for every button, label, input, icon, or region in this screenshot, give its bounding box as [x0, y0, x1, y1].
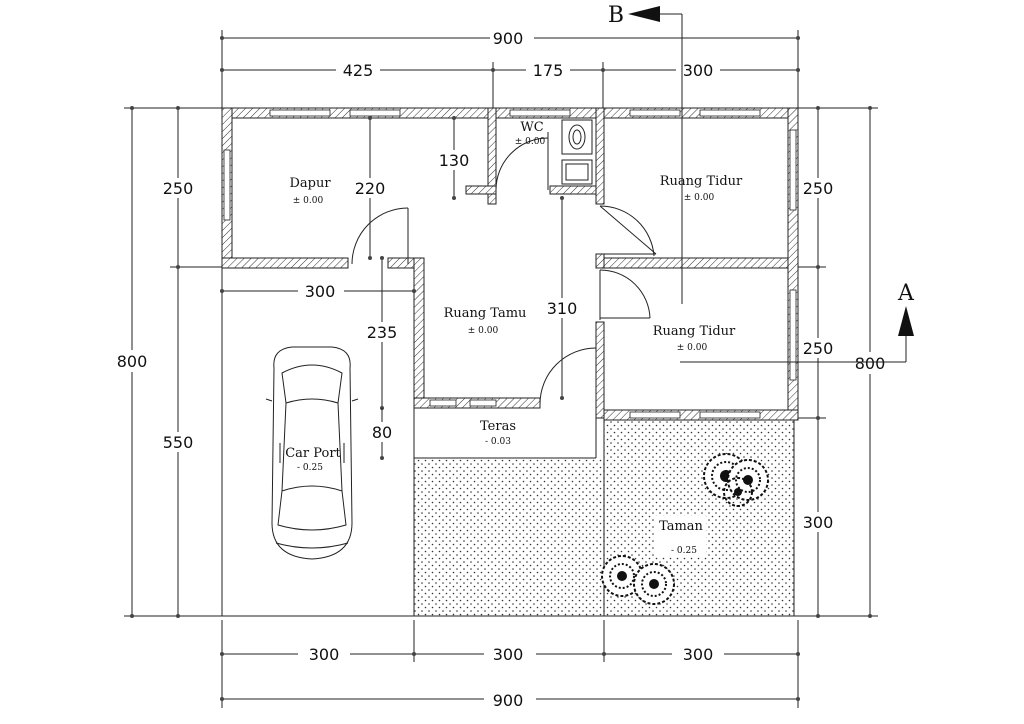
section-b-label: B	[608, 3, 624, 28]
site-boundary	[221, 267, 798, 617]
section-b-marker: B	[608, 3, 683, 304]
dim-bottom-segment-1: 300	[309, 645, 340, 664]
dim-interior-220: 220	[355, 179, 386, 198]
dim-right-segment-1: 250	[803, 179, 834, 198]
dim-interior-130: 130	[439, 151, 470, 170]
dim-right-total: 800	[855, 354, 886, 373]
room-taman-name: Taman	[659, 519, 703, 534]
room-wc-elevation: ± 0.00	[515, 137, 546, 147]
room-taman-elevation: - 0.25	[671, 546, 697, 556]
dim-bottom-segment-3: 300	[683, 645, 714, 664]
interior-dimensions	[220, 116, 564, 460]
dim-bottom-total: 900	[493, 691, 524, 710]
doors	[351, 132, 657, 405]
dim-top-segment-3: 300	[683, 61, 714, 80]
dim-interior-300: 300	[305, 282, 336, 301]
room-ruang-tidur-2-name: Ruang Tidur	[653, 324, 736, 339]
squat-toilet-icon	[561, 119, 593, 185]
room-teras-elevation: - 0.03	[485, 437, 511, 447]
dim-top-segment-1: 425	[343, 61, 374, 80]
room-ruang-tamu-name: Ruang Tamu	[444, 306, 527, 321]
dim-right-segment-3: 300	[803, 513, 834, 532]
dim-left-total: 800	[117, 352, 148, 371]
dim-top-total: 900	[493, 29, 524, 48]
dim-right-segment-2: 250	[803, 339, 834, 358]
section-a-marker: A	[680, 281, 915, 363]
windows	[223, 109, 797, 419]
car-icon	[265, 346, 359, 560]
dim-left-segment-1: 250	[163, 179, 194, 198]
dim-interior-235: 235	[367, 323, 398, 342]
dim-interior-80: 80	[372, 423, 392, 442]
dim-left-segment-2: 550	[163, 433, 194, 452]
dim-interior-310: 310	[547, 299, 578, 318]
tree-icon	[601, 453, 769, 605]
room-ruang-tidur-1-name: Ruang Tidur	[660, 174, 743, 189]
terrace	[413, 408, 597, 459]
room-car-port-elevation: - 0.25	[297, 463, 323, 473]
room-wc-name: WC	[520, 120, 543, 135]
section-a-label: A	[897, 281, 915, 306]
dim-bottom-segment-2: 300	[493, 645, 524, 664]
room-car-port-name: Car Port	[285, 446, 341, 461]
dim-top-segment-2: 175	[533, 61, 564, 80]
room-teras-name: Teras	[480, 419, 516, 434]
room-dapur-name: Dapur	[289, 176, 331, 191]
room-ruang-tidur-2-elevation: ± 0.00	[677, 343, 708, 353]
garden-area	[414, 458, 604, 616]
room-ruang-tamu-elevation: ± 0.00	[468, 326, 499, 336]
room-dapur-elevation: ± 0.00	[293, 196, 324, 206]
room-ruang-tidur-1-elevation: ± 0.00	[684, 193, 715, 203]
